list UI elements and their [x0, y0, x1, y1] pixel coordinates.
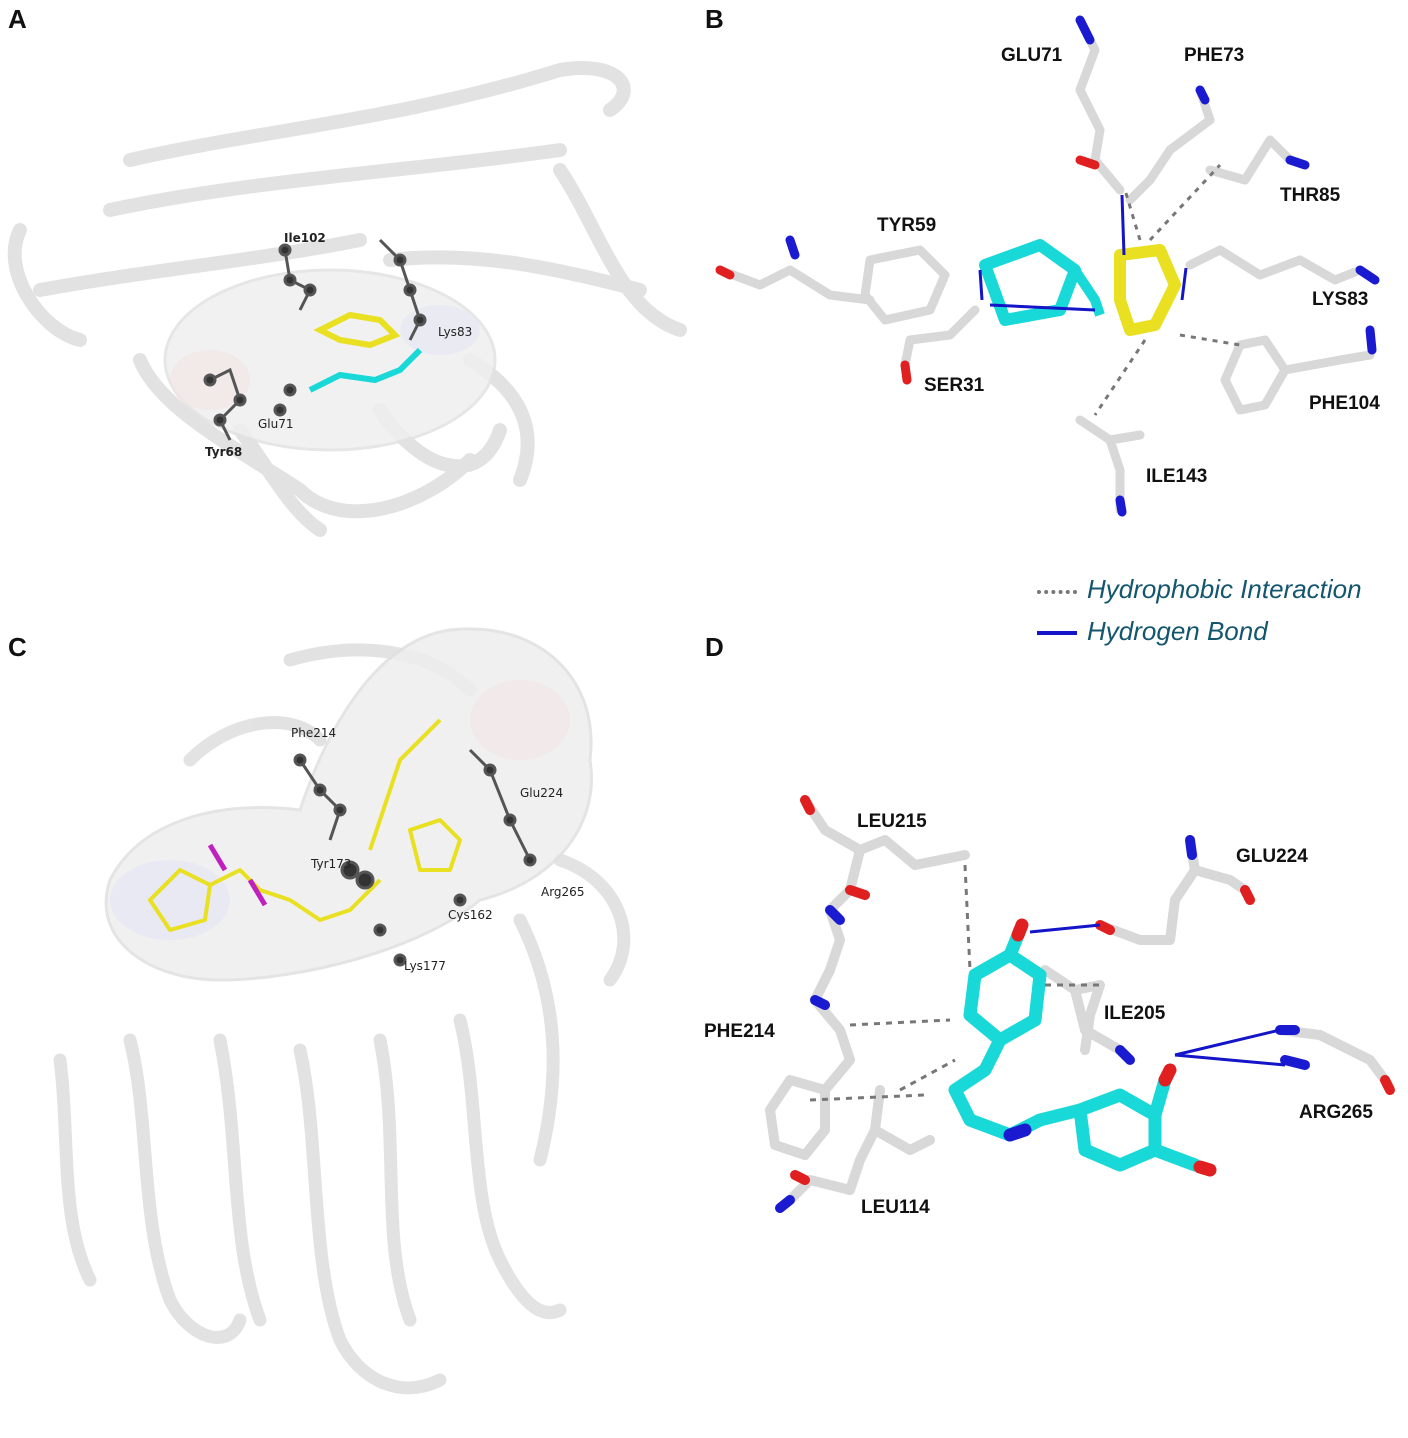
- legend-hbond-label: Hydrogen Bond: [1087, 616, 1268, 646]
- hydrophobic-interactions: [1093, 163, 1241, 416]
- legend-hydrophobic-label: Hydrophobic Interaction: [1087, 574, 1362, 604]
- label-ile205: ILE205: [1104, 1003, 1166, 1024]
- label-glu71: Glu71: [258, 417, 294, 431]
- label-glu71: GLU71: [1001, 45, 1063, 66]
- panel-c-structure: Phe214 Glu224 Tyr173 Arg265 Cys162 Lys17…: [53, 627, 631, 1395]
- label-arg265: Arg265: [541, 885, 584, 899]
- ligand-cyan: [948, 923, 1202, 1172]
- phosphate-groups: [207, 843, 268, 907]
- label-glu224: Glu224: [520, 786, 563, 800]
- ligand-heteroatoms: [1003, 918, 1217, 1177]
- label-leu215: LEU215: [857, 811, 927, 832]
- label-glu224: GLU224: [1236, 846, 1308, 867]
- hydrogen-bonds: [1029, 923, 1286, 1067]
- ligand-cyan-tail: [1070, 267, 1105, 317]
- label-phe214: Phe214: [291, 726, 336, 740]
- panel-b-interaction-map: GLU71 PHE73 THR85 TYR59 LYS83 SER31 PHE1…: [715, 15, 1380, 517]
- ligand-cyan: [979, 239, 1081, 326]
- panel-a-structure: Ile102 Lys83 Glu71 Tyr68: [7, 61, 687, 537]
- protein-ribbon: [7, 61, 687, 537]
- label-ile102: Ile102: [284, 231, 326, 245]
- panel-d-interaction-map: LEU215 GLU224 ILE205 PHE214 ARG265 LEU11…: [704, 795, 1395, 1218]
- residue-balls: [203, 238, 427, 441]
- residue-sticks: [715, 15, 1375, 515]
- legend-hbond: Hydrogen Bond: [1035, 616, 1405, 650]
- label-tyr173: Tyr173: [310, 857, 351, 871]
- label-tyr68: Tyr68: [205, 445, 242, 459]
- label-thr85: THR85: [1280, 185, 1341, 206]
- cofactor-sticks: [148, 718, 462, 932]
- protein-ribbon: [53, 643, 631, 1395]
- panel-label-a: A: [8, 4, 27, 34]
- label-lys83: LYS83: [1312, 289, 1368, 310]
- legend-hydrophobic: Hydrophobic Interaction: [1035, 574, 1405, 608]
- label-ile143: ILE143: [1146, 466, 1207, 487]
- surface-patch: [470, 680, 570, 760]
- hydrophobic-swatch: [1037, 590, 1077, 594]
- residue-balls: [293, 748, 537, 967]
- label-cys162: Cys162: [448, 908, 493, 922]
- label-lys83: Lys83: [438, 325, 472, 339]
- hydrogen-bonds: [978, 194, 1188, 312]
- panel-label-b: B: [705, 4, 724, 34]
- label-phe214: PHE214: [704, 1021, 775, 1042]
- label-lys177: Lys177: [404, 959, 446, 973]
- hydrophobic-interactions: [809, 864, 1100, 1102]
- label-tyr59: TYR59: [877, 215, 936, 236]
- label-arg265: ARG265: [1299, 1102, 1373, 1123]
- heteroatoms: [715, 15, 1380, 517]
- hbond-swatch: [1037, 631, 1077, 635]
- panel-label-d: D: [705, 632, 724, 662]
- ligand-yellow: [1114, 244, 1181, 336]
- heteroatoms: [775, 795, 1395, 1213]
- legend: Hydrophobic Interaction Hydrogen Bond: [1035, 574, 1405, 654]
- label-ser31: SER31: [924, 375, 985, 396]
- label-leu114: LEU114: [861, 1197, 930, 1218]
- ligand-cyan: [308, 347, 423, 393]
- panel-label-c: C: [8, 632, 27, 662]
- label-phe104: PHE104: [1309, 393, 1380, 414]
- ligand-yellow: [313, 311, 401, 349]
- label-phe73: PHE73: [1184, 45, 1244, 66]
